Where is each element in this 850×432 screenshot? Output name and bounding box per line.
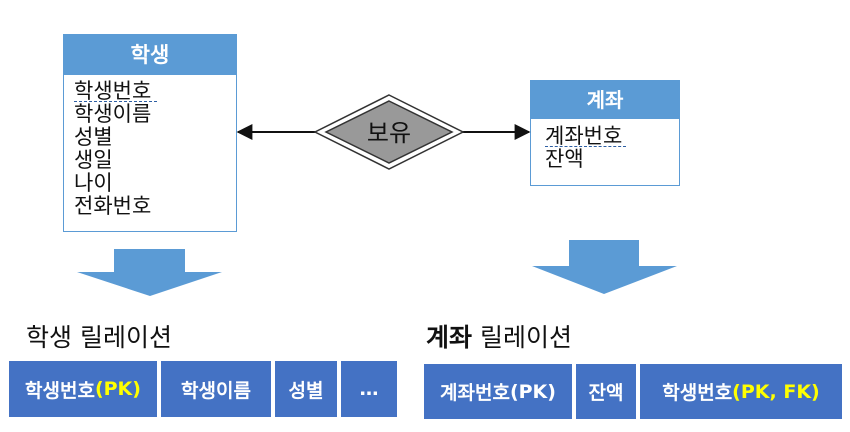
student-entity-header: 학생 — [64, 35, 236, 75]
attribute-birthday: 생일 — [74, 148, 113, 172]
account-relation-title: 계좌 릴레이션 — [426, 323, 572, 352]
down-arrow-student — [77, 249, 222, 296]
account-entity-header: 계좌 — [531, 81, 679, 119]
relationship-diamond: 보유 — [313, 94, 465, 170]
foreign-key-marker: (PK, FK) — [732, 380, 820, 403]
student-cell-student-name: 학생이름 — [161, 361, 271, 417]
student-cell-gender: 성별 — [275, 361, 337, 417]
down-arrow-account — [532, 240, 677, 294]
relationship-label: 보유 — [367, 119, 411, 147]
account-entity: 계좌 계좌번호 잔액 — [530, 80, 680, 186]
attribute-student-id: 학생번호 — [74, 80, 236, 103]
student-attribute-list: 학생번호 학생이름 성별 생일 나이 전화번호 — [64, 75, 236, 218]
account-attribute-list: 계좌번호 잔액 — [531, 119, 679, 171]
attribute-phone: 전화번호 — [74, 194, 152, 218]
account-cell-balance: 잔액 — [576, 364, 636, 419]
attribute-student-name: 학생이름 — [74, 102, 152, 126]
attribute-age: 나이 — [74, 171, 113, 195]
student-cell-ellipsis: … — [341, 361, 397, 417]
primary-key-marker: (PK) — [94, 378, 141, 400]
attribute-account-number: 계좌번호 — [545, 125, 679, 148]
account-cell-account-number: 계좌번호(PK) — [424, 364, 572, 419]
account-pk-marker: (PK) — [509, 380, 556, 403]
attribute-gender: 성별 — [74, 125, 113, 149]
student-entity-title: 학생 — [130, 43, 170, 67]
student-cell-student-id: 학생번호(PK) — [9, 361, 157, 417]
student-relation-title: 학생 릴레이션 — [26, 323, 172, 352]
attribute-balance: 잔액 — [545, 147, 584, 171]
account-entity-title: 계좌 — [586, 88, 624, 112]
student-entity: 학생 학생번호 학생이름 성별 생일 나이 전화번호 — [63, 34, 237, 232]
account-cell-student-id: 학생번호(PK, FK) — [640, 364, 842, 419]
account-relation-table: 계좌번호(PK) 잔액 학생번호(PK, FK) — [424, 364, 842, 419]
student-relation-table: 학생번호(PK) 학생이름 성별 … — [9, 361, 397, 417]
